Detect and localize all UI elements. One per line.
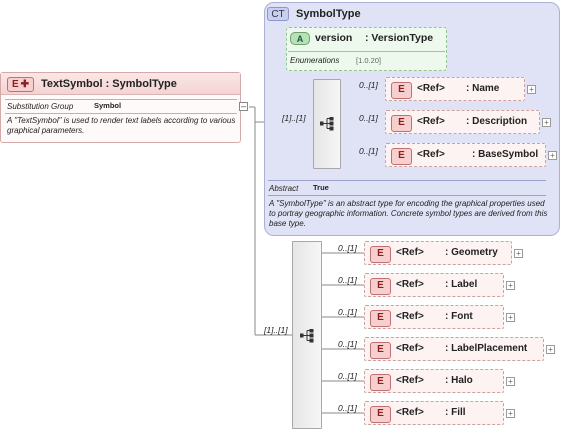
child-cardinality: 0..[1]	[359, 80, 378, 90]
sequence-compositor[interactable]	[313, 79, 341, 169]
child-element-geometry[interactable]: E <Ref> : Geometry	[364, 241, 512, 265]
divider	[5, 99, 237, 100]
complex-type-description: A "SymbolType" is an abstract type for e…	[269, 199, 548, 228]
sequence-compositor[interactable]	[292, 241, 322, 429]
child-name: : Description	[466, 116, 528, 127]
element-badge: E✚	[7, 77, 34, 92]
child-name: : Geometry	[445, 247, 498, 258]
child-name: : LabelPlacement	[445, 343, 528, 354]
element-badge: E	[370, 342, 391, 359]
attribute-name: version	[315, 32, 353, 44]
element-badge-label: E	[11, 79, 19, 90]
element-badge: E	[391, 115, 412, 132]
child-cardinality: 0..[1]	[359, 113, 378, 123]
divider	[268, 180, 546, 181]
child-name: : BaseSymbol	[472, 149, 539, 160]
expand-plus-icon[interactable]: +	[514, 249, 523, 258]
complex-type-name: SymbolType	[296, 8, 361, 20]
sequence-icon	[320, 117, 334, 131]
element-badge: E	[370, 278, 391, 295]
child-name: : Font	[445, 311, 473, 322]
enumerations-value: [1.0.20]	[356, 56, 382, 65]
substitution-group-label: Substitution Group	[7, 102, 74, 111]
child-element-basesymbol[interactable]: E <Ref> : BaseSymbol	[385, 143, 546, 167]
child-name: : Fill	[445, 407, 466, 418]
child-name: : Name	[466, 83, 500, 94]
attribute-type: : VersionType	[365, 32, 434, 44]
abstract-label: Abstract	[269, 184, 299, 193]
child-element-font[interactable]: E <Ref> : Font	[364, 305, 504, 329]
expand-plus-icon[interactable]: +	[506, 377, 515, 386]
element-badge: E	[370, 310, 391, 327]
child-element-description[interactable]: E <Ref> : Description	[385, 110, 540, 134]
substitution-group-value: Symbol	[94, 101, 122, 110]
element-badge: E	[370, 374, 391, 391]
element-badge: E	[370, 246, 391, 263]
expand-plus-icon[interactable]: +	[506, 313, 515, 322]
ref-label: <Ref>	[417, 149, 445, 160]
expand-plus-icon[interactable]: +	[542, 118, 551, 127]
child-cardinality: 0..[1]	[359, 146, 378, 156]
ref-label: <Ref>	[396, 311, 424, 322]
child-cardinality: 0..[1]	[338, 243, 357, 253]
child-name: : Halo	[445, 375, 473, 386]
expand-plus-icon[interactable]: +	[506, 281, 515, 290]
complex-type-badge: CT	[267, 7, 289, 21]
ref-label: <Ref>	[417, 116, 445, 127]
child-cardinality: 0..[1]	[338, 339, 357, 349]
child-element-name[interactable]: E <Ref> : Name	[385, 77, 525, 101]
abstract-value: True	[313, 183, 329, 192]
child-cardinality: 0..[1]	[338, 275, 357, 285]
sequence-cardinality: [1]..[1]	[282, 113, 306, 123]
element-plus-icon: ✚	[20, 79, 30, 90]
element-badge: E	[370, 406, 391, 423]
child-cardinality: 0..[1]	[338, 307, 357, 317]
attribute-box[interactable]	[286, 27, 447, 71]
sequence-cardinality: [1]..[1]	[264, 325, 288, 335]
divider	[5, 113, 237, 114]
ref-label: <Ref>	[396, 407, 424, 418]
expand-plus-icon[interactable]: +	[546, 345, 555, 354]
main-element-description: A "TextSymbol" is used to render text la…	[7, 116, 236, 135]
enumerations-label: Enumerations	[290, 56, 340, 65]
expand-plus-icon[interactable]: +	[506, 409, 515, 418]
collapse-minus-icon[interactable]: –	[239, 101, 248, 111]
sequence-icon	[300, 329, 314, 343]
ref-label: <Ref>	[396, 247, 424, 258]
element-badge: E	[391, 82, 412, 99]
ref-label: <Ref>	[417, 83, 445, 94]
main-element-title: TextSymbol : SymbolType	[41, 78, 177, 90]
child-element-halo[interactable]: E <Ref> : Halo	[364, 369, 504, 393]
main-element-header	[1, 73, 240, 95]
child-element-fill[interactable]: E <Ref> : Fill	[364, 401, 504, 425]
divider	[288, 51, 445, 52]
expand-plus-icon[interactable]: +	[527, 85, 536, 94]
child-name: : Label	[445, 279, 478, 290]
child-cardinality: 0..[1]	[338, 371, 357, 381]
attribute-badge: A	[290, 32, 310, 45]
ref-label: <Ref>	[396, 343, 424, 354]
ref-label: <Ref>	[396, 279, 424, 290]
child-element-label[interactable]: E <Ref> : Label	[364, 273, 504, 297]
child-cardinality: 0..[1]	[338, 403, 357, 413]
main-element-box[interactable]: E✚ TextSymbol : SymbolType Substitution …	[0, 72, 241, 143]
expand-plus-icon[interactable]: +	[548, 151, 557, 160]
divider	[268, 195, 546, 196]
ref-label: <Ref>	[396, 375, 424, 386]
child-element-labelplacement[interactable]: E <Ref> : LabelPlacement	[364, 337, 544, 361]
element-badge: E	[391, 148, 412, 165]
